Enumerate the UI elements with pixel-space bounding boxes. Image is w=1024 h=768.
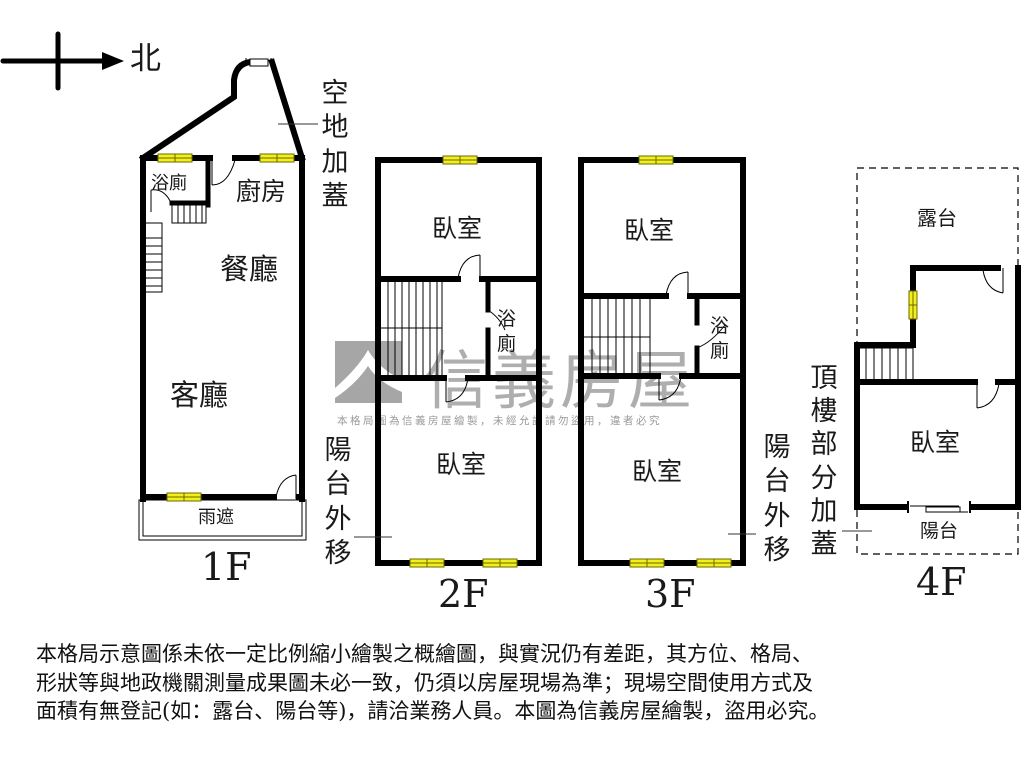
floor-4f-walls xyxy=(854,265,1021,510)
disclaimer-line: 本格局示意圖係未依一定比例縮小繪製之概繪圖，與實況仍有差距，其方位、格局、 xyxy=(36,642,813,666)
window-icon xyxy=(259,153,295,163)
floor-label-1f: 1F xyxy=(201,545,252,589)
floor-1f-walls xyxy=(138,58,306,502)
window-icon xyxy=(629,558,665,568)
disclaimer-text: 本格局示意圖係未依一定比例縮小繪製之概繪圖，與實況仍有差距，其方位、格局、 形狀… xyxy=(36,640,996,726)
room-label-3f-bedroom-rear: 臥室 xyxy=(632,457,683,486)
watermark-brand: 信義房屋 xyxy=(424,345,696,419)
floor-3f-details xyxy=(584,271,726,401)
window-icon xyxy=(638,155,674,165)
disclaimer-line: 面積有無登記(如：露台、陽台等)，請洽業務人員。本圖為信義房屋繪製，盜用必究。 xyxy=(36,699,830,723)
room-label-2f-bath: 浴廁 xyxy=(497,308,517,355)
room-label-2f-bedroom-front: 臥室 xyxy=(432,214,483,243)
disclaimer-line: 形狀等與地政機關測量成果圖未必一致，仍須以房屋現場為準；現場空間使用方式及 xyxy=(36,670,813,695)
window-icon xyxy=(166,492,202,502)
window-icon xyxy=(157,153,193,163)
window-icon xyxy=(409,558,445,568)
floor-label-3f: 3F xyxy=(645,572,696,616)
room-label-2f-bedroom-rear: 臥室 xyxy=(436,450,487,479)
north-label: 北 xyxy=(130,41,161,77)
room-label-4f-bedroom: 臥室 xyxy=(910,428,961,457)
room-label-3f-bedroom-front: 臥室 xyxy=(624,216,675,245)
north-arrow-icon xyxy=(0,31,124,91)
sinyi-roof-logo-icon xyxy=(335,341,402,403)
floor-label-4f: 4F xyxy=(916,560,967,604)
window-icon xyxy=(482,558,518,568)
floor-label-2f: 2F xyxy=(438,572,489,616)
floor-1f-details xyxy=(138,58,307,541)
room-label-1f-kitchen: 廚房 xyxy=(236,177,287,206)
floor-2f-details xyxy=(381,254,506,403)
room-label-1f-living: 客廳 xyxy=(170,378,229,412)
annotation-3f: 陽 台 外 移 xyxy=(763,432,791,566)
floor-4f-dashed-outline xyxy=(856,167,1019,555)
annotation-4f: 頂 樓 部 分 加 蓋 xyxy=(810,363,838,561)
window-icon xyxy=(442,155,478,165)
room-label-4f-balcony: 陽台 xyxy=(920,520,959,542)
room-label-4f-terrace: 露台 xyxy=(917,206,957,230)
floor-4f-details xyxy=(860,268,1004,513)
room-label-3f-bath: 浴廁 xyxy=(710,315,730,362)
window-icon xyxy=(696,558,732,568)
room-label-1f-bath: 浴廁 xyxy=(151,173,187,194)
annotation-2f: 陽 台 外 移 xyxy=(324,435,352,569)
window-icon xyxy=(908,290,918,320)
room-label-1f-canopy: 雨遮 xyxy=(198,507,234,528)
annotation-1f: 空 地 加 蓋 xyxy=(321,78,349,212)
room-label-1f-dining: 餐廳 xyxy=(220,252,279,286)
